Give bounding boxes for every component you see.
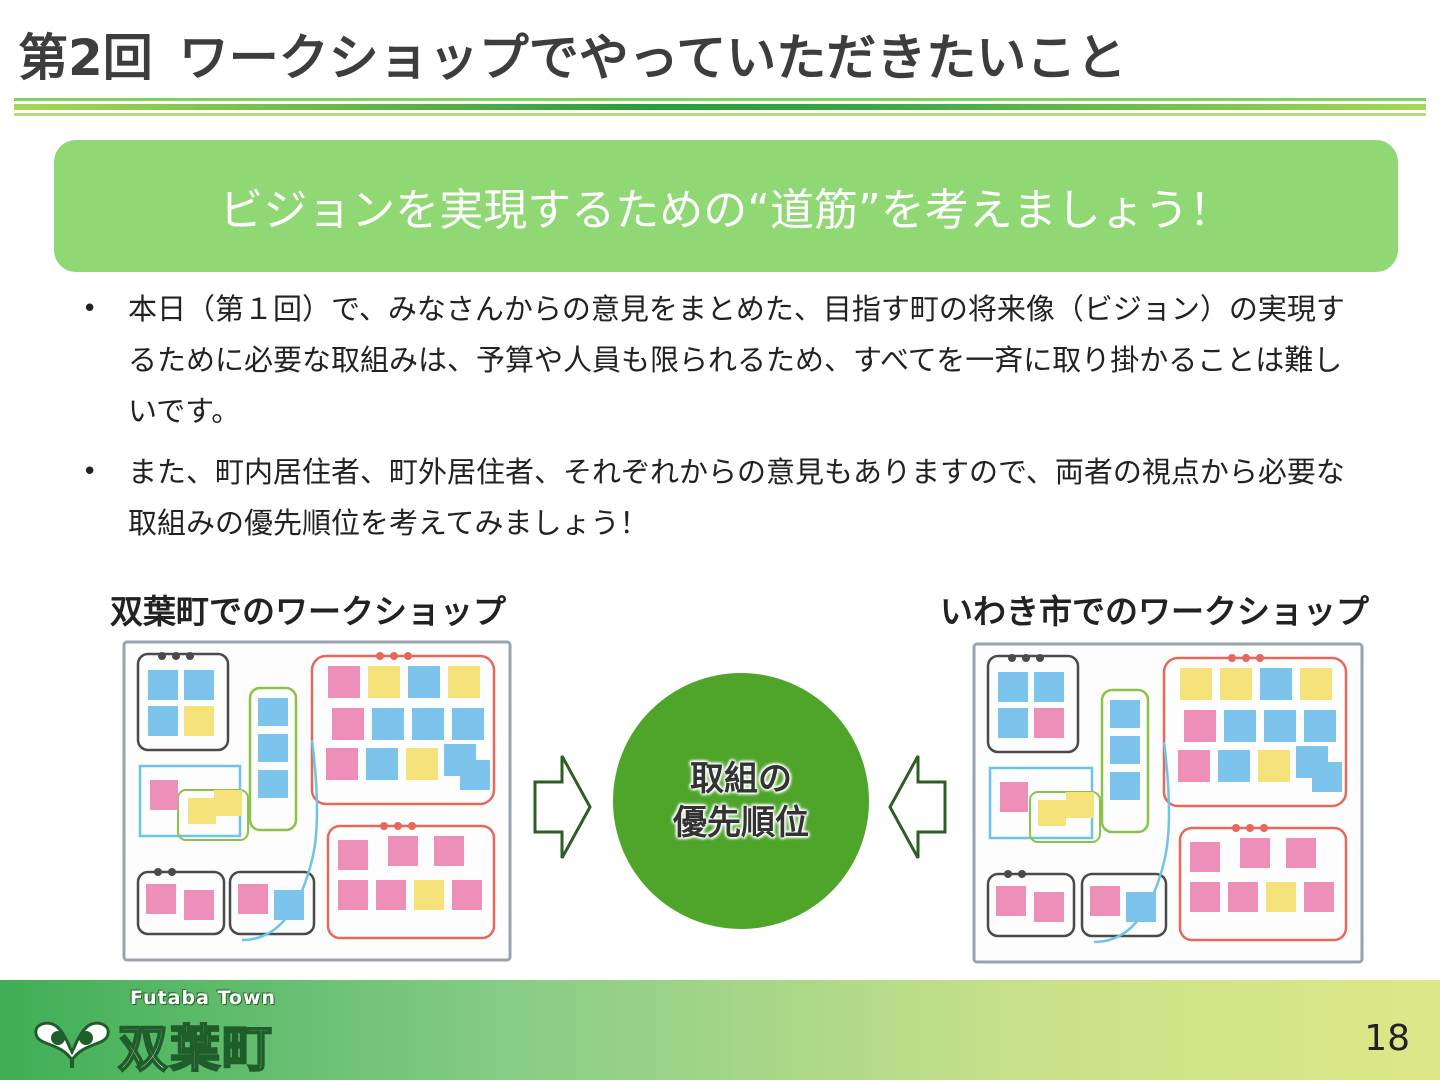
title-divider-top [14,98,1426,101]
futaba-workshop-label: 双葉町でのワークショップ [110,592,506,631]
bullet-text: また、町内居住者、町外居住者、それぞれからの意見もありますので、両者の視点から必… [128,455,1345,540]
page-number: 18 [1364,1018,1410,1059]
title-divider-bottom [14,113,1426,116]
priority-line2: 優先順位 [673,803,809,843]
theme-banner: ビジョンを実現するための“道筋”を考えましょう！ [54,140,1398,272]
bullet-marker: • [82,457,98,487]
page-title: 第2回ワークショップでやっていただきたいこと [18,18,1126,90]
title-main: ワークショップでやっていただきたいこと [178,29,1127,87]
footer-bar [0,980,1440,1080]
banner-text: ビジョンを実現するための“道筋”を考えましょう！ [219,185,1233,236]
futaba-town-emblem [34,1021,110,1068]
bullet-item: • また、町内居住者、町外居住者、それぞれからの意見もありますので、両者の視点か… [80,447,1370,549]
bullet-list: • 本日（第１回）で、みなさんからの意見をまとめた、目指す町の将来像（ビジョン）… [80,284,1370,559]
bullet-item: • 本日（第１回）で、みなさんからの意見をまとめた、目指す町の将来像（ビジョン）… [80,284,1370,437]
right-arrow-outline-icon [533,755,592,859]
bullet-marker: • [82,294,98,324]
priority-circle: 取組の 優先順位 [613,673,869,929]
sticky-note-board-illustration [122,640,512,962]
priority-line1: 取組の [690,759,792,799]
bullet-text: 本日（第１回）で、みなさんからの意見をまとめた、目指す町の将来像（ビジョン）の実… [128,292,1345,428]
sticky-note-board-illustration [972,642,1364,964]
title-session: 第2回 [18,29,153,87]
left-arrow-outline-icon [888,755,947,859]
footer-english-name: Futaba Town [130,987,277,1009]
footer-japanese-name: 双葉町 [117,1019,274,1079]
title-divider-middle [14,104,1426,110]
iwaki-workshop-label: いわき市でのワークショップ [940,592,1369,631]
